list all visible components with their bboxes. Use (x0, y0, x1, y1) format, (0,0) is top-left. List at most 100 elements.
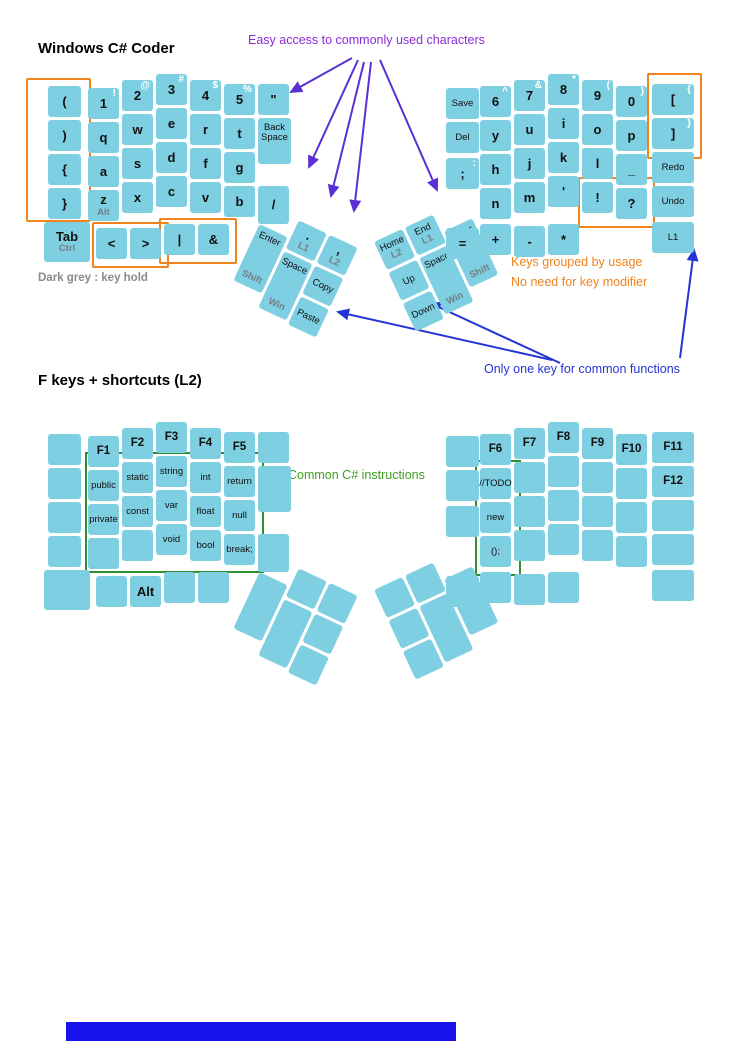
key-alt[interactable]: Alt (130, 576, 161, 607)
blank-key[interactable] (548, 524, 579, 555)
key-u[interactable]: u (514, 114, 545, 145)
key-i[interactable]: i (548, 108, 579, 139)
blank-key[interactable] (48, 536, 81, 567)
key-open-bracket[interactable]: {[ (652, 84, 694, 115)
blank-key[interactable] (652, 570, 694, 601)
key-k[interactable]: k (548, 142, 579, 173)
key-close-brace[interactable]: } (48, 188, 81, 219)
key-bool[interactable]: bool (190, 530, 221, 561)
blank-key[interactable] (652, 500, 694, 531)
key-f4[interactable]: F4 (190, 428, 221, 459)
blank-key[interactable] (446, 436, 479, 467)
blank-key[interactable] (446, 470, 479, 501)
key-f5[interactable]: F5 (224, 432, 255, 463)
blank-key[interactable] (198, 572, 229, 603)
key-undo[interactable]: Undo (652, 186, 694, 217)
key-w[interactable]: w (122, 114, 153, 145)
key-c[interactable]: c (156, 176, 187, 207)
blank-key[interactable] (446, 576, 479, 607)
key-s[interactable]: s (122, 148, 153, 179)
key-break[interactable]: break; (224, 534, 255, 565)
key-e[interactable]: e (156, 108, 187, 139)
key-back-space[interactable]: Back Space (258, 118, 291, 164)
key-0[interactable]: )0 (616, 86, 647, 117)
key-q[interactable]: q (88, 122, 119, 153)
key-save[interactable]: Save (446, 88, 479, 119)
key-minus[interactable]: - (514, 226, 545, 257)
key-greater-than[interactable]: > (130, 228, 161, 259)
key-p[interactable]: p (616, 120, 647, 151)
blank-key[interactable] (548, 456, 579, 487)
key-j[interactable]: j (514, 148, 545, 179)
key-2[interactable]: @2 (122, 80, 153, 111)
key-o[interactable]: o (582, 114, 613, 145)
key-f2[interactable]: F2 (122, 428, 153, 459)
key-var[interactable]: var (156, 490, 187, 521)
key-b[interactable]: b (224, 186, 255, 217)
key-const[interactable]: const (122, 496, 153, 527)
key-f10[interactable]: F10 (616, 434, 647, 465)
key-slash[interactable]: / (258, 186, 289, 224)
key-1[interactable]: !1 (88, 88, 119, 119)
blank-key[interactable] (582, 496, 613, 527)
blank-key[interactable] (48, 468, 81, 499)
key-9[interactable]: (9 (582, 80, 613, 111)
blank-key[interactable] (446, 506, 479, 537)
key-f6[interactable]: F6 (480, 434, 511, 465)
key-void[interactable]: void (156, 524, 187, 555)
key-3[interactable]: #3 (156, 74, 187, 105)
key-asterisk[interactable]: * (548, 224, 579, 255)
key-redo[interactable]: Redo (652, 152, 694, 183)
key-d[interactable]: d (156, 142, 187, 173)
key-private[interactable]: private (88, 504, 119, 535)
key-8[interactable]: *8 (548, 74, 579, 105)
key-float[interactable]: float (190, 496, 221, 527)
blank-key[interactable] (88, 538, 119, 569)
key-h[interactable]: h (480, 154, 511, 185)
key-l[interactable]: l (582, 148, 613, 179)
blank-key[interactable] (548, 490, 579, 521)
key-f12[interactable]: F12 (652, 466, 694, 497)
key-f1[interactable]: F1 (88, 436, 119, 467)
key-open-brace[interactable]: { (48, 154, 81, 185)
key-int[interactable]: int (190, 462, 221, 493)
key-close-paren[interactable]: ) (48, 120, 81, 151)
blank-key[interactable] (514, 574, 545, 605)
blank-key[interactable] (582, 462, 613, 493)
key-close-bracket[interactable]: }] (652, 118, 694, 149)
blank-key[interactable] (514, 496, 545, 527)
blank-key[interactable] (164, 572, 195, 603)
blank-key[interactable] (548, 572, 579, 603)
blank-key[interactable] (48, 502, 81, 533)
key-y[interactable]: y (480, 120, 511, 151)
key-todo[interactable]: //TODO (479, 468, 512, 499)
blank-key[interactable] (616, 468, 647, 499)
key-parens-semicolon[interactable]: (); (480, 536, 511, 567)
key-l1[interactable]: L1 (652, 222, 694, 253)
key-g[interactable]: g (224, 152, 255, 183)
key-7[interactable]: &7 (514, 80, 545, 111)
key-f7[interactable]: F7 (514, 428, 545, 459)
key-4[interactable]: $4 (190, 80, 221, 111)
key-semicolon[interactable]: :; (446, 158, 479, 189)
blank-key[interactable] (44, 570, 90, 610)
key-public[interactable]: public (88, 470, 119, 501)
blank-key[interactable] (616, 502, 647, 533)
key-x[interactable]: x (122, 182, 153, 213)
blank-key[interactable] (48, 434, 81, 465)
key-r[interactable]: r (190, 114, 221, 145)
blank-key[interactable] (652, 534, 694, 565)
blank-key[interactable] (258, 466, 291, 512)
key-ampersand[interactable]: & (198, 224, 229, 255)
key-open-paren[interactable]: ( (48, 86, 81, 117)
blank-key[interactable] (480, 572, 511, 603)
key-less-than[interactable]: < (96, 228, 127, 259)
key-quote[interactable]: " (258, 84, 289, 115)
key-string[interactable]: string (156, 456, 187, 487)
key-f[interactable]: f (190, 148, 221, 179)
key-null[interactable]: null (224, 500, 255, 531)
key-v[interactable]: v (190, 182, 221, 213)
key-question[interactable]: ? (616, 188, 647, 219)
key-apostrophe[interactable]: ' (548, 176, 579, 207)
